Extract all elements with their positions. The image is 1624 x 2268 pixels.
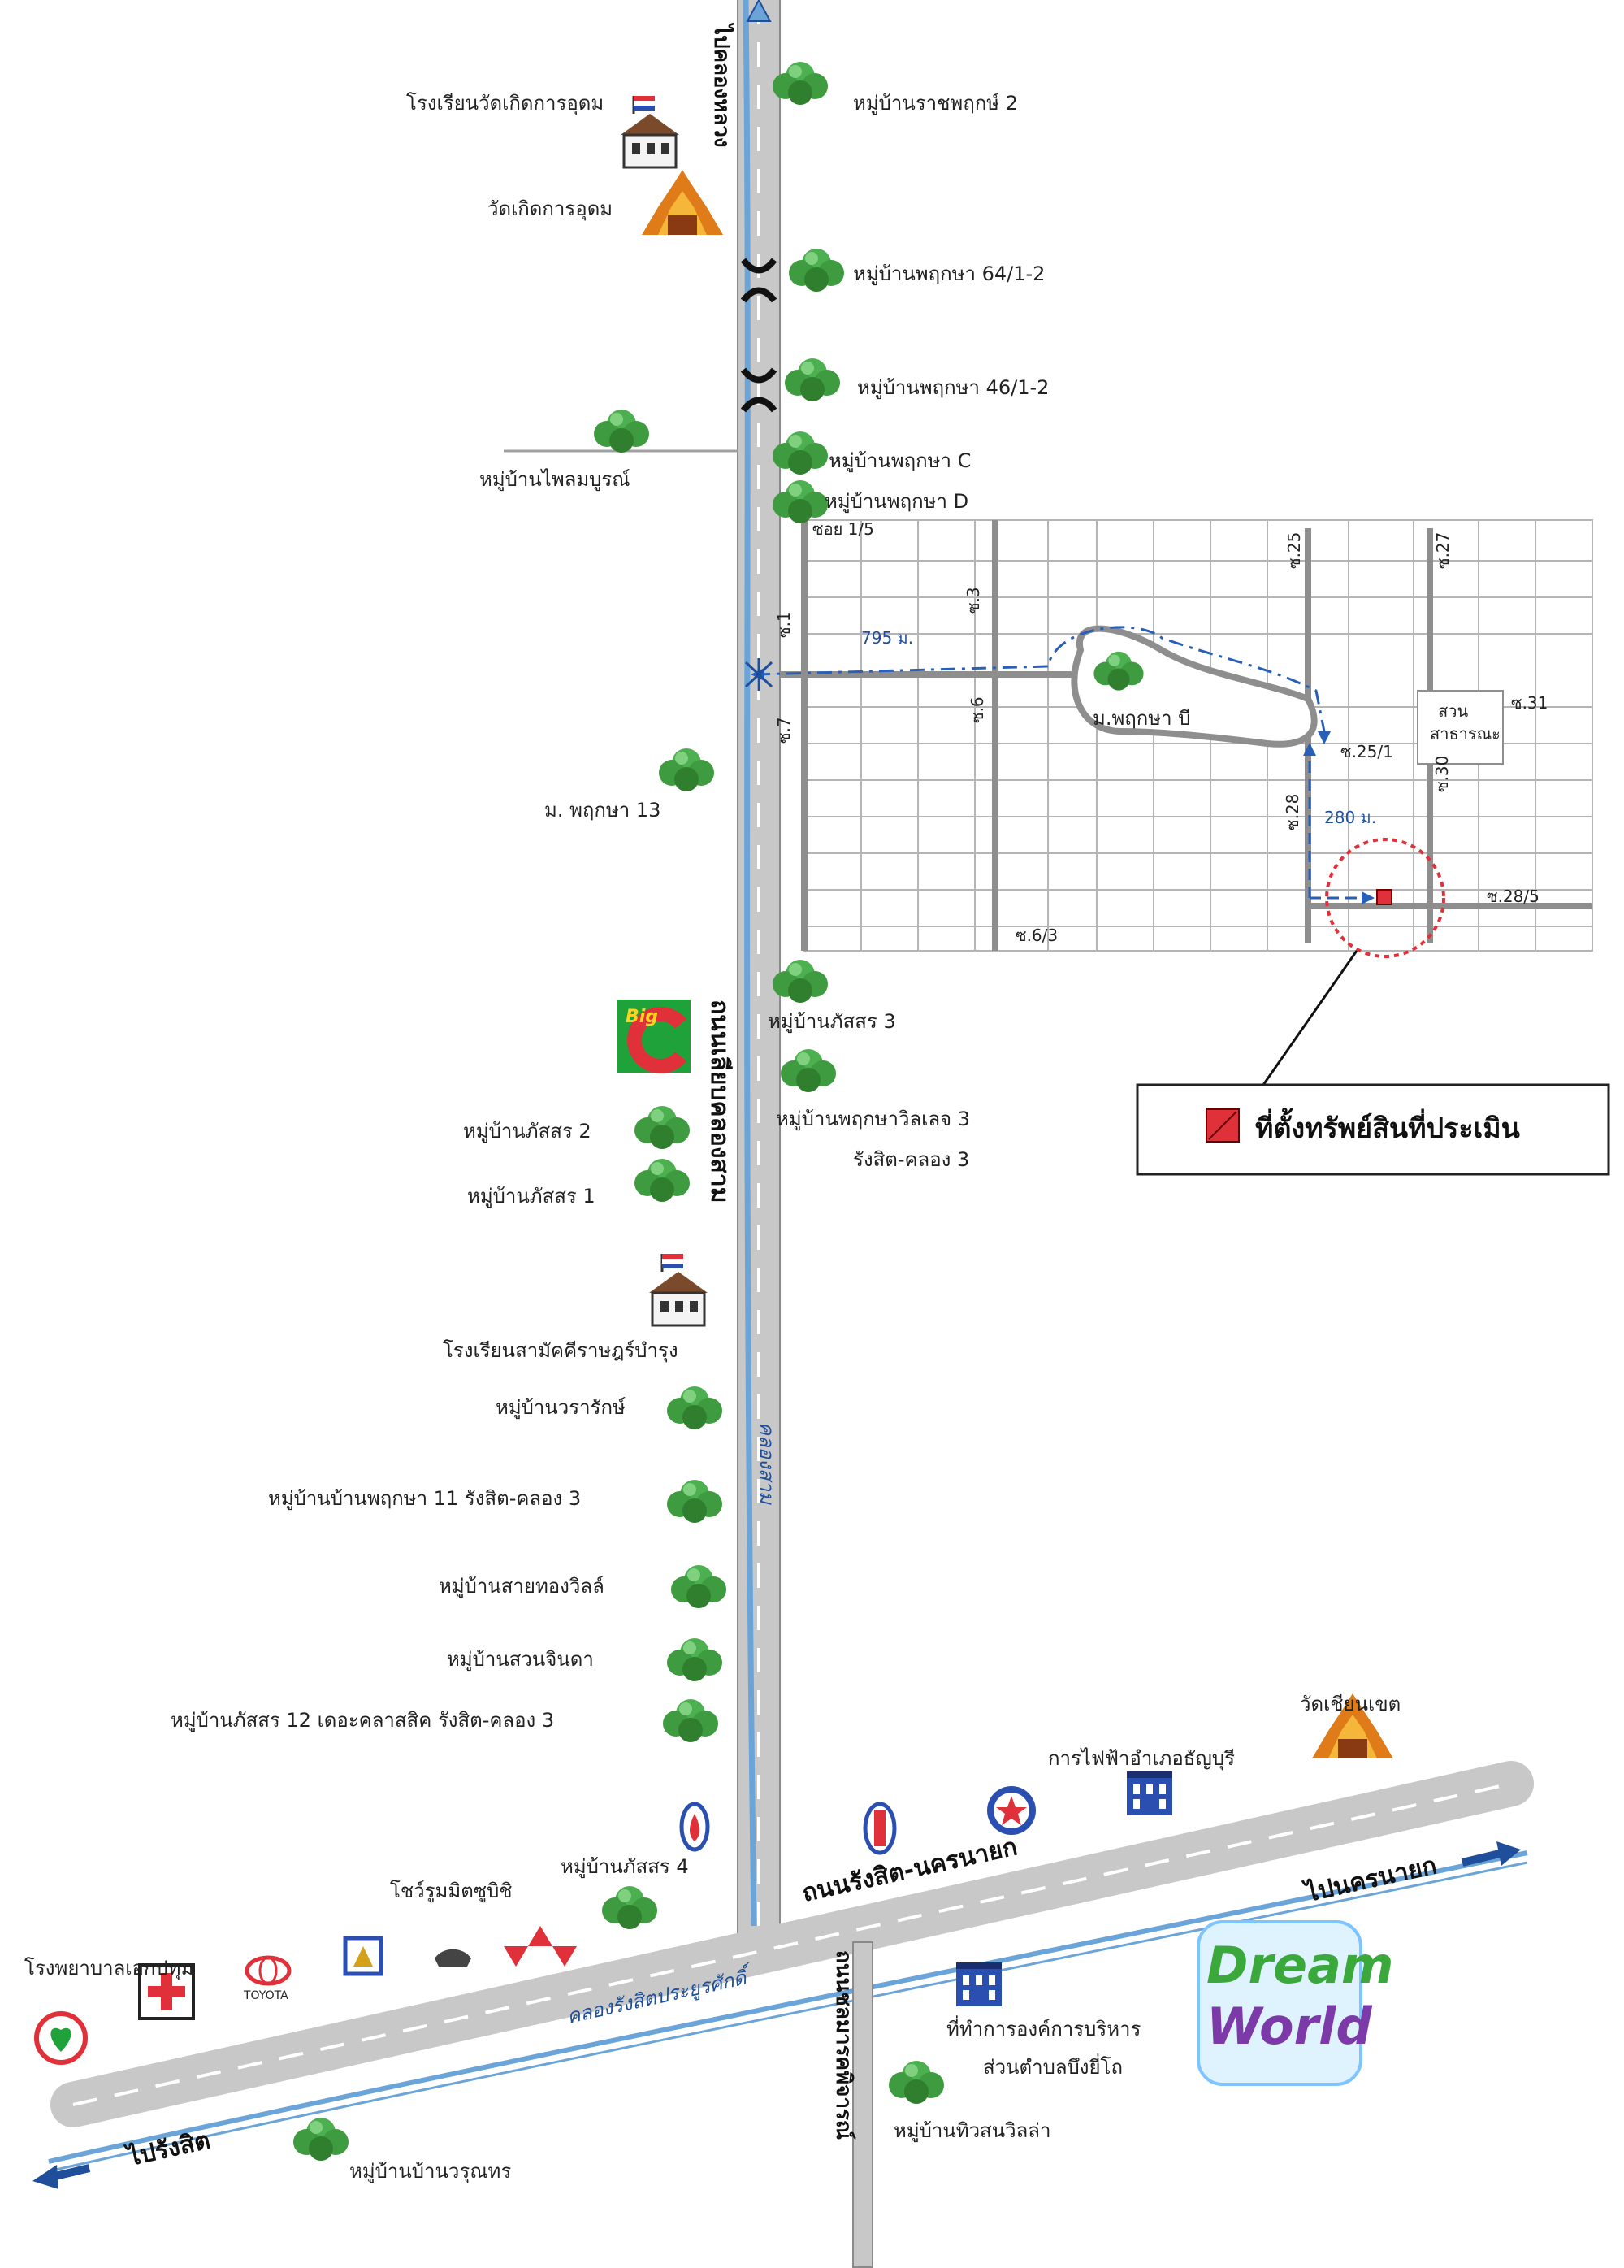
distance-280: 280 ม. (1324, 808, 1376, 827)
ban-patsorn-4-label: หมู่บ้านภัสสร 4 (561, 1855, 689, 1879)
office-label-2: ส่วนตำบลบึงยี่โถ (983, 2053, 1123, 2079)
soi-30: ซ.30 (1432, 756, 1452, 792)
canal-vertical-label: คลองสาม (756, 1422, 778, 1505)
village-label: ม.พฤกษา บี (1093, 707, 1191, 730)
ban-suanchinda-label: หมู่บ้านสวนจินดา (447, 1648, 594, 1672)
soi-1-5: ซอย 1/5 (812, 519, 874, 539)
south-road-label: ถนนชลมารคพิจารณ์ (831, 1950, 856, 2140)
north-arrow (746, 0, 772, 22)
showroom-label: โชว์รูมมิตซูบิชิ (390, 1880, 513, 1903)
soi-25: ซ.25 (1284, 532, 1304, 569)
ban-ratchaphruek-label: หมู่บ้านราชพฤกษ์ 2 (853, 92, 1018, 115)
distance-795: 795 ม. (861, 628, 913, 648)
ban-phruksa-c-label: หมู่บ้านพฤกษา C (829, 449, 971, 473)
ban-patsorn-12-label: หมู่บ้านภัสสร 12 เดอะคลาสสิค รังสิต-คลอง… (171, 1709, 554, 1732)
main-vertical-road-label: ถนนเลียบคลองสาม (705, 1000, 734, 1203)
ban-patsorn-1-label: หมู่บ้านภัสสร 1 (467, 1185, 595, 1208)
soi-28-5: ซ.28/5 (1487, 887, 1540, 906)
legend: ที่ตั้งทรัพย์สินที่ประเมิน (1136, 1083, 1610, 1176)
diagonal-canal (48, 1850, 1528, 2173)
soi-31: ซ.31 (1511, 693, 1548, 713)
ban-phailom-label: หมู่บ้านไพลมบูรณ์ (479, 468, 630, 492)
svg-text:Dream: Dream (1206, 1936, 1394, 1995)
park-label-2: สาธารณะ (1430, 724, 1501, 744)
mo-phruksa-13-label: ม. พฤกษา 13 (544, 799, 660, 822)
to-nakhon-nayok-label: ไปนครนายก (1301, 1850, 1440, 1908)
hospital-label: โรงพยาบาลเอกปทุม (24, 1957, 193, 1980)
svg-text:World: World (1206, 1997, 1372, 2056)
gas-station-icon (679, 1786, 1036, 1855)
bank-icon (34, 2011, 88, 2065)
ban-phruksa-64-label: หมู่บ้านพฤกษา 64/1-2 (853, 262, 1045, 286)
park-label-1: สวน (1438, 701, 1468, 721)
legend-label: ที่ตั้งทรัพย์สินที่ประเมิน (1255, 1108, 1520, 1145)
pea-label: การไฟฟ้าอำเภอธัญบุรี (1048, 1747, 1235, 1771)
ban-ban-phruksa-11-label: หมู่บ้านบ้านพฤกษา 11 รังสิต-คลอง 3 (268, 1487, 581, 1511)
south-vertical-road (852, 1941, 873, 2268)
svg-text:Big: Big (626, 1007, 658, 1027)
ban-phruksa-d-label: หมู่บ้านพฤกษา D (825, 490, 968, 514)
wat-sian-label: วัดเชียนเขต (1300, 1693, 1401, 1715)
soi-27: ซ.27 (1433, 532, 1453, 569)
dream-world-logo: Dream World (1197, 1920, 1394, 2086)
arrow-left-icon (32, 2164, 91, 2189)
soi-7: ซ.7 (774, 717, 794, 744)
ban-saithong-label: หมู่บ้านสายทองวิลล์ (439, 1575, 604, 1598)
soi-6-3: ซ.6/3 (1016, 926, 1058, 945)
ban-patsorn-3-label: หมู่บ้านภัสสร 3 (768, 1010, 896, 1034)
hospital-icon (138, 1963, 195, 2020)
to-rangsit-label: ไปรังสิต (123, 2125, 213, 2172)
wat-koet-label: วัดเกิดการอุดม (487, 197, 613, 221)
school-wat-label: โรงเรียนวัดเกิดการอุดม (406, 92, 604, 115)
soi-3: ซ.3 (964, 587, 983, 614)
bridge-icon (740, 258, 777, 413)
north-road-label: ไปคลองหลวง (709, 22, 735, 148)
main-canal (743, 0, 757, 1927)
car-brand-icon: TOYOTA (243, 1926, 577, 2002)
detail-map (744, 519, 1593, 1086)
soi-25-1: ซ.25/1 (1340, 742, 1393, 761)
ban-phruksa-villa-label-1: หมู่บ้านพฤกษาวิลเลจ 3 (776, 1108, 970, 1131)
property-marker-icon (1376, 889, 1392, 905)
arrow-right-icon (1461, 1841, 1521, 1867)
ban-phruksa-46-label: หมู่บ้านพฤกษา 46/1-2 (857, 376, 1049, 400)
ban-phruksa-villa-label-2: รังสิต-คลอง 3 (853, 1148, 969, 1171)
big-c-logo: Big (617, 1000, 691, 1073)
office-label-1: ที่ทำการองค์การบริหาร (946, 2015, 1141, 2040)
ban-patsorn-2-label: หมู่บ้านภัสสร 2 (463, 1120, 591, 1143)
soi-28: ซ.28 (1283, 794, 1302, 830)
ban-thiwson-label: หมู่บ้านทิวสนวิลล่า (894, 2119, 1050, 2143)
soi-1: ซ.1 (774, 611, 794, 638)
school-samakkhi-label: โรงเรียนสามัคคีราษฎร์บำรุง (443, 1339, 678, 1363)
ban-warunthon-label: หมู่บ้านบ้านวรุณทร (349, 2160, 511, 2183)
soi-6: ซ.6 (968, 696, 987, 723)
svg-text:TOYOTA: TOYOTA (243, 1989, 288, 2002)
ban-wararak-label: หมู่บ้านวรารักษ์ (496, 1396, 626, 1420)
diagonal-road (50, 1761, 1534, 2127)
